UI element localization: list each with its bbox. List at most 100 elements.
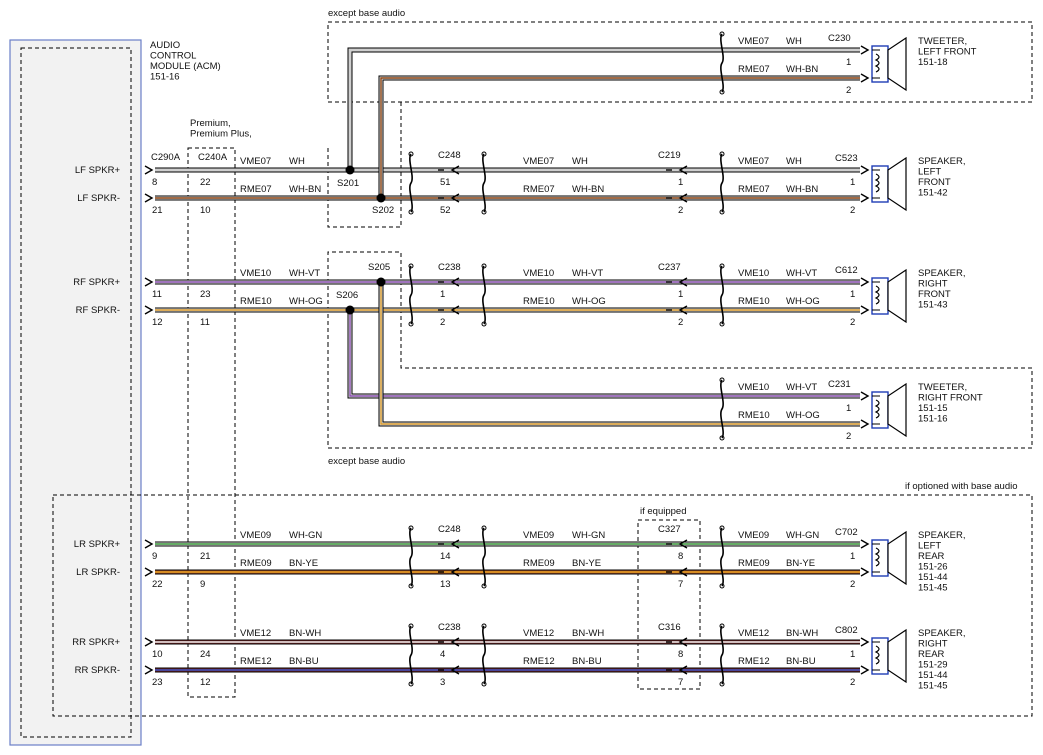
- break-rr-1-top: [408, 623, 414, 629]
- wire-lr-pos-circuit: VME09: [240, 530, 271, 541]
- wire-lr-pos-c2-name: C327: [658, 524, 681, 535]
- wire-rf-neg-circuit: RME10: [240, 296, 272, 307]
- wire-lr-neg-circuit: RME09: [240, 558, 272, 569]
- wire-lr-neg-c1-arrow: [450, 567, 460, 577]
- break-lr-1-top: [408, 525, 414, 531]
- tweeter-lf-pin-1: 1: [846, 57, 851, 68]
- wire-rf-pos-c1-arrow: [450, 277, 460, 287]
- break-lr-1-bottom: [408, 583, 414, 589]
- label-rf-pos: RF SPKR+: [73, 277, 120, 288]
- wire-lf-pos-c1-name: C248: [438, 150, 461, 161]
- tweeter-rf-pos-circuit: VME10: [738, 382, 769, 393]
- wire-lr-neg-color-3: BN-YE: [786, 558, 815, 569]
- splice-S201: [345, 165, 355, 175]
- premium-connector-box: [187, 147, 236, 698]
- speaker-icon-lf-cone: [887, 156, 907, 212]
- wire-rr-neg-c2-arrow: [678, 665, 688, 675]
- wire-rf-pos-c1-pin: 1: [440, 289, 445, 300]
- tweeter-lf-pos-outline: [347, 47, 860, 170]
- tweeter-break-rf-top: [719, 377, 725, 383]
- wire-lr-pos-spk-arrow: [860, 539, 870, 549]
- tweeter-connector-lf: C230: [828, 33, 851, 44]
- except-base-mid-note: except base audio: [328, 456, 405, 467]
- wire-rf-pos-c2-arrow: [678, 277, 688, 287]
- wire-rf-neg-c2-pin: 2: [678, 317, 683, 328]
- speaker-connector-rf: C612: [835, 265, 858, 276]
- wire-lf-neg-circuit-2: RME07: [523, 184, 555, 195]
- break-lf-2-bottom: [481, 209, 487, 215]
- wire-lr-pos-color-3: WH-GN: [786, 530, 819, 541]
- wire-rf-neg-color: WH-OG: [289, 296, 323, 307]
- tweeter-lf-neg-color: WH-BN: [786, 64, 818, 75]
- break-lr-1: [409, 527, 413, 587]
- wire-rf-neg-spk-arrow: [860, 305, 870, 315]
- label-lf-neg: LF SPKR-: [77, 193, 120, 204]
- speaker-icon-rr-magnet: [871, 637, 889, 675]
- wire-rf-neg-color-3: WH-OG: [786, 296, 820, 307]
- wire-lr-neg-c2-pin: 7: [678, 579, 683, 590]
- wire-rr-pos-color: BN-WH: [289, 628, 321, 639]
- wire-rr-pos-c1-arrow: [450, 637, 460, 647]
- wire-rr-neg-c2-pin: 7: [678, 677, 683, 688]
- wire-lf-pos-acm-pin: 8: [152, 177, 157, 188]
- wire-lf-pos-acm-arrow: [144, 165, 154, 175]
- wire-rf-pos-c2-name: C237: [658, 262, 681, 273]
- wire-rr-pos-c2-name: C316: [658, 622, 681, 633]
- wire-lf-neg-color: WH-BN: [289, 184, 321, 195]
- wire-lr-pos-c1-arrow: [450, 539, 460, 549]
- tweeter-icon-lf-coil: [874, 53, 880, 73]
- break-lr-3-top: [719, 525, 725, 531]
- wire-lf-neg-color-2: WH-BN: [572, 184, 604, 195]
- wire-lf-pos-color-2: WH: [572, 156, 588, 167]
- wire-lf-pos-spk-pin: 1: [850, 177, 855, 188]
- break-lf-3: [720, 153, 724, 213]
- break-lr-3-bottom: [719, 583, 725, 589]
- wire-rf-pos-spk-arrow: [860, 277, 870, 287]
- wire-rr-neg-prem-pin: 12: [200, 677, 211, 688]
- speaker-icon-rf-magnet: [871, 277, 889, 315]
- break-lf-1: [409, 153, 413, 213]
- wire-rr-neg-acm-arrow: [144, 665, 154, 675]
- tweeter-break-lf-bottom: [719, 89, 725, 95]
- if-equipped-box: [637, 519, 701, 690]
- speaker-connector-rr: C802: [835, 625, 858, 636]
- wire-lf-pos-c2-name: C219: [658, 150, 681, 161]
- speaker-icon-lr-coil: [874, 547, 880, 567]
- break-lr-2: [482, 527, 486, 587]
- wire-rf-neg-acm-pin: 12: [152, 317, 163, 328]
- wire-lr-pos-c1-pin: 14: [440, 551, 451, 562]
- break-rr-3: [720, 625, 724, 685]
- splice-label-s202: S202: [372, 205, 394, 216]
- wire-lr-pos-acm-arrow: [144, 539, 154, 549]
- wire-lr-pos-prem-pin: 21: [200, 551, 211, 562]
- wire-lf-pos-prem-pin: 22: [200, 177, 211, 188]
- wire-lf-neg-c1-pin: 52: [440, 205, 451, 216]
- wire-rf-neg-c2-arrow: [678, 305, 688, 315]
- tweeter-lf-neg-stripe: [380, 77, 860, 198]
- splice-S205: [376, 277, 386, 287]
- speaker-icon-rr-cone: [887, 628, 907, 684]
- tweeter-lf-pos-circuit: VME07: [738, 36, 769, 47]
- wire-rf-pos-prem-pin: 23: [200, 289, 211, 300]
- wire-rf-neg-circuit-2: RME10: [523, 296, 555, 307]
- premium-note: Premium,Premium Plus,: [190, 118, 252, 140]
- wire-lf-neg-spk-pin: 2: [850, 205, 855, 216]
- wire-lr-neg-spk-pin: 2: [850, 579, 855, 590]
- tweeter-rf-pos-outline: [347, 310, 860, 399]
- break-lf-2-top: [481, 151, 487, 157]
- acm-connector-label: C290A: [151, 152, 181, 163]
- speaker-icon-rr-coil: [874, 645, 880, 665]
- wire-rr-pos-color-3: BN-WH: [786, 628, 818, 639]
- wire-rr-neg-color: BN-BU: [289, 656, 319, 667]
- break-rf-2: [482, 265, 486, 325]
- wire-lr-neg-prem-pin: 9: [200, 579, 205, 590]
- wire-rf-neg-acm-arrow: [144, 305, 154, 315]
- wire-lr-neg-circuit-2: RME09: [523, 558, 555, 569]
- wire-rf-pos-acm-arrow: [144, 277, 154, 287]
- wire-rf-pos-circuit: VME10: [240, 268, 271, 279]
- wire-lf-pos-color-3: WH: [786, 156, 802, 167]
